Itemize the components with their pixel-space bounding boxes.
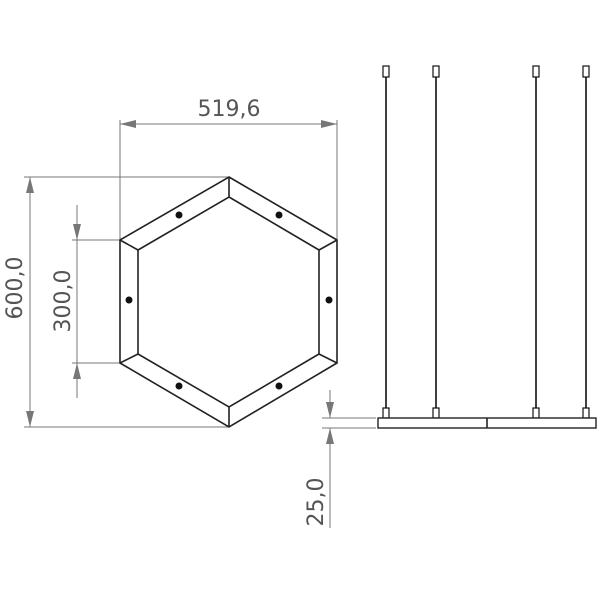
frame-joint [318,353,338,364]
ceiling-anchor [532,65,540,78]
width-arrow-right [321,120,337,128]
mounting-hole [275,382,283,390]
mounting-hole [325,296,333,304]
wire-clamp [532,407,540,419]
width-dimension: 519,6 [119,97,338,240]
frame-joint [119,353,139,364]
mounting-hole [175,382,183,390]
width-label: 519,6 [198,97,261,122]
side-arrow-top [73,224,81,240]
hexagon-outer [119,176,338,428]
side-arrow-bottom [73,363,81,379]
mounting-hole [275,211,283,219]
hexagon-inner [137,196,320,408]
height-dimension: 600,0 [3,176,228,428]
wire-clamp [432,407,440,419]
wire-clamp [582,407,590,419]
height-label: 600,0 [3,257,28,320]
height-arrow-top [26,177,34,193]
mounting-hole [175,211,183,219]
side-view [377,65,597,429]
side-dimension: 300,0 [51,205,120,398]
width-arrow-left [120,120,136,128]
thickness-arrow-bottom [326,428,334,444]
ceiling-anchor [582,65,590,78]
mounting-hole [125,296,133,304]
ceiling-anchor [432,65,440,78]
frame-joint [318,239,338,251]
side-label: 300,0 [51,270,76,333]
thickness-arrow-top [326,402,334,418]
thickness-label: 25,0 [304,478,329,527]
height-arrow-bottom [26,411,34,427]
frame-joint [119,239,139,251]
ceiling-anchor [382,65,390,78]
wire-clamp [382,407,390,419]
hexagon-frame [119,176,338,428]
thickness-dimension: 25,0 [304,390,376,528]
